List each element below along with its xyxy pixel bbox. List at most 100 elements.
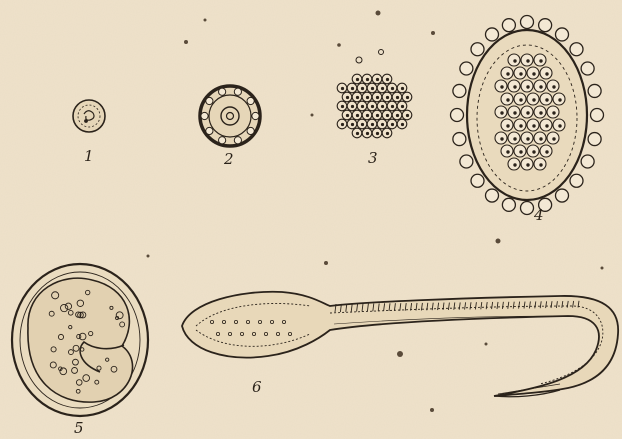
inner-nucleus	[501, 138, 504, 141]
cluster-nucleus	[406, 96, 408, 98]
cluster-nucleus	[376, 96, 378, 98]
cluster-nucleus	[341, 105, 343, 107]
ring-bead	[206, 127, 213, 134]
border-cell	[486, 189, 499, 202]
cluster-nucleus	[351, 87, 353, 89]
inner-nucleus	[520, 73, 523, 76]
figure-1-ovum	[73, 100, 105, 132]
inner-nucleus	[546, 151, 549, 154]
inner-nucleus	[520, 125, 523, 128]
cluster-nucleus	[401, 105, 403, 107]
ring-bead	[219, 137, 226, 144]
cluster-nucleus	[341, 123, 343, 125]
cluster-nucleus	[371, 87, 373, 89]
border-cell	[581, 155, 594, 168]
cluster-nucleus	[391, 123, 393, 125]
inner-nucleus	[514, 138, 517, 141]
cluster-nucleus	[386, 96, 388, 98]
inner-nucleus	[559, 99, 562, 102]
border-cell	[556, 189, 569, 202]
inner-nucleus	[501, 112, 504, 115]
inner-nucleus	[553, 112, 556, 115]
border-cell	[471, 43, 484, 56]
inner-nucleus	[527, 112, 530, 115]
border-cell	[451, 109, 464, 122]
border-cell	[486, 28, 499, 41]
figure-1-label: 1	[84, 147, 94, 165]
cluster-nucleus	[356, 78, 358, 80]
cluster-nucleus	[381, 123, 383, 125]
cluster-nucleus	[346, 96, 348, 98]
figure-3-label: 3	[368, 149, 378, 167]
inner-nucleus	[527, 138, 530, 141]
border-cell	[502, 198, 515, 211]
border-cell	[588, 84, 601, 97]
border-cell	[460, 62, 473, 75]
ring-bead	[206, 97, 213, 104]
inner-nucleus	[540, 112, 543, 115]
inner-nucleus	[540, 86, 543, 89]
figure-4-label: 4	[533, 206, 544, 224]
ring-bead	[219, 88, 226, 95]
inner-nucleus	[533, 73, 536, 76]
inner-nucleus	[540, 164, 543, 167]
border-cell	[570, 174, 583, 187]
cluster-nucleus	[356, 114, 358, 116]
ring-bead	[252, 112, 259, 119]
cluster-nucleus	[381, 87, 383, 89]
cluster-nucleus	[381, 105, 383, 107]
inner-nucleus	[546, 125, 549, 128]
inner-nucleus	[540, 138, 543, 141]
cluster-nucleus	[366, 78, 368, 80]
inner-nucleus	[553, 86, 556, 89]
cluster-nucleus	[366, 114, 368, 116]
cluster-nucleus	[401, 87, 403, 89]
inner-nucleus	[514, 112, 517, 115]
border-cell	[539, 19, 552, 32]
border-cell	[453, 84, 466, 97]
inner-nucleus	[507, 151, 510, 154]
border-cell	[588, 133, 601, 146]
inner-nucleus	[533, 151, 536, 154]
inner-nucleus	[527, 86, 530, 89]
ring-bead	[234, 88, 241, 95]
inner-nucleus	[507, 99, 510, 102]
border-cell	[591, 109, 604, 122]
inner-nucleus	[507, 73, 510, 76]
cluster-nucleus	[366, 132, 368, 134]
cluster-nucleus	[366, 96, 368, 98]
cluster-nucleus	[386, 132, 388, 134]
inner-nucleus	[540, 60, 543, 63]
border-cell	[521, 202, 534, 215]
cluster-nucleus	[396, 96, 398, 98]
inner-nucleus	[514, 60, 517, 63]
cluster-nucleus	[406, 114, 408, 116]
inner-nucleus	[527, 60, 530, 63]
cluster-nucleus	[361, 123, 363, 125]
inner-nucleus	[546, 99, 549, 102]
inner-nucleus	[514, 86, 517, 89]
figure-2-label: 2	[223, 150, 234, 168]
inner-nucleus	[520, 99, 523, 102]
cluster-nucleus	[391, 87, 393, 89]
border-cell	[502, 19, 515, 32]
border-cell	[453, 133, 466, 146]
cluster-nucleus	[341, 87, 343, 89]
cluster-nucleus	[361, 105, 363, 107]
cluster-nucleus	[346, 114, 348, 116]
inner-nucleus	[520, 151, 523, 154]
cluster-nucleus	[376, 78, 378, 80]
border-cell	[521, 16, 534, 29]
cluster-nucleus	[356, 132, 358, 134]
inner-nucleus	[527, 164, 530, 167]
cluster-nucleus	[371, 123, 373, 125]
cluster-nucleus	[386, 78, 388, 80]
cluster-nucleus	[356, 96, 358, 98]
inner-nucleus	[533, 125, 536, 128]
cluster-nucleus	[351, 123, 353, 125]
border-cell	[471, 174, 484, 187]
inner-nucleus	[546, 73, 549, 76]
border-cell	[581, 62, 594, 75]
cluster-nucleus	[371, 105, 373, 107]
